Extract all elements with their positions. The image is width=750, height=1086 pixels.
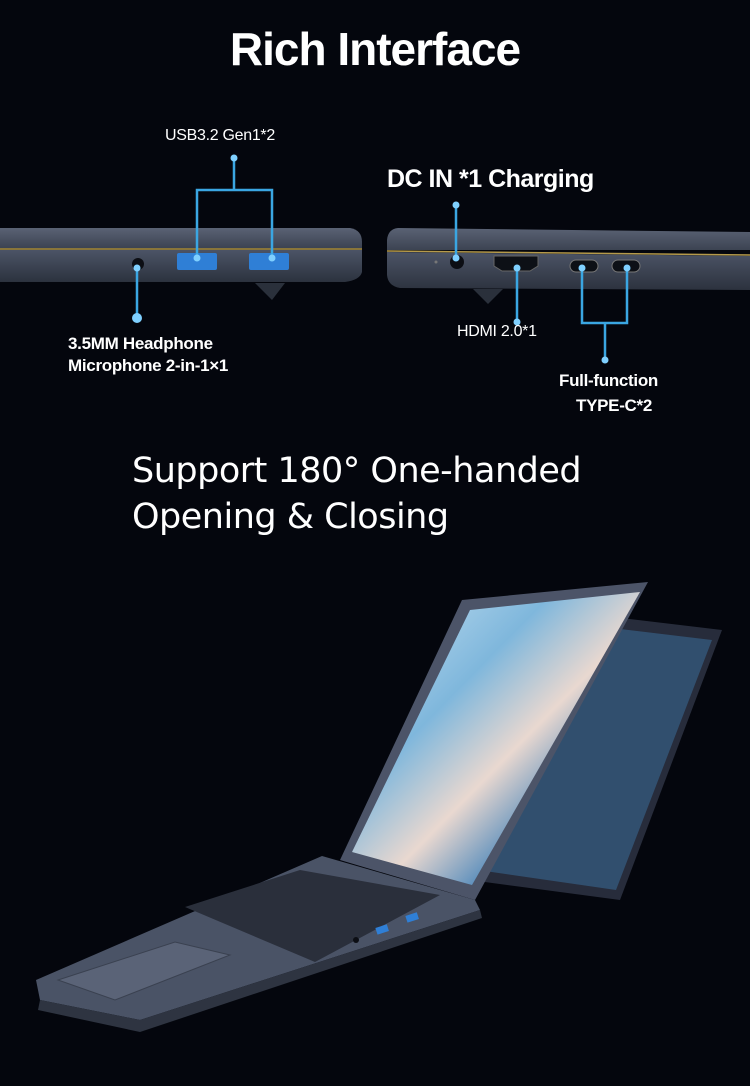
usb-label: USB3.2 Gen1*2	[165, 127, 275, 144]
hdmi-label: HDMI 2.0*1	[457, 323, 537, 340]
laptop-180-illustration	[36, 582, 722, 1032]
page-title: Rich Interface	[229, 23, 521, 75]
callout-lines	[135, 158, 629, 360]
typec-label-line1: Full-function	[559, 371, 659, 390]
hdmi-port-icon	[493, 255, 539, 272]
feature-line1: Support 180° One-handed	[132, 451, 582, 491]
typec-label-line2: TYPE-C*2	[576, 396, 653, 415]
headphone-label-line2: Microphone 2-in-1×1	[68, 356, 229, 375]
callout-dots	[132, 154, 631, 364]
feature-headline: Support 180° One-handed Opening & Closin…	[132, 448, 582, 540]
usb-port-icon	[249, 253, 289, 270]
headphone-label-line1: 3.5MM Headphone	[68, 334, 213, 353]
left-side-view	[0, 228, 362, 300]
laptop-screen	[352, 592, 640, 885]
right-side-view	[386, 228, 750, 304]
feature-line2: Opening & Closing	[132, 497, 449, 537]
dc-in-label: DC IN *1 Charging	[387, 165, 594, 193]
